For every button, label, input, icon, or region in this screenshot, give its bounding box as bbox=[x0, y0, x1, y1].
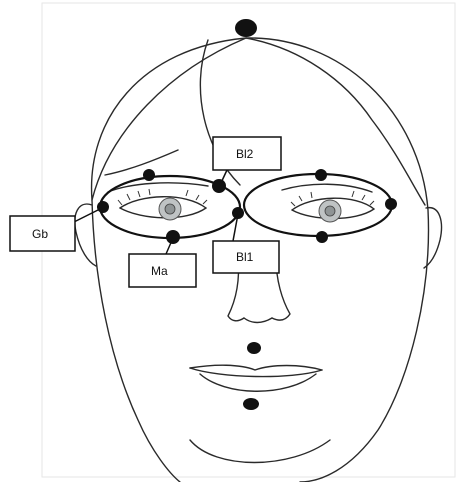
label-gb: Gb bbox=[10, 216, 75, 251]
point-right-eyebrow bbox=[315, 169, 327, 181]
point-under-nose bbox=[247, 342, 261, 354]
label-ma-text: Ma bbox=[151, 264, 168, 278]
hairline bbox=[92, 38, 425, 205]
right-eye-pupil bbox=[325, 206, 335, 216]
chin-line bbox=[190, 440, 330, 463]
right-eye-ellipse bbox=[244, 174, 392, 236]
right-ear bbox=[424, 208, 441, 268]
label-bl1-text: Bl1 bbox=[236, 250, 254, 264]
point-ma-right bbox=[316, 231, 328, 243]
upper-lip bbox=[190, 365, 322, 370]
point-bl2-left bbox=[212, 179, 226, 193]
label-bl2: Bl2 bbox=[213, 137, 281, 170]
left-eye-pupil bbox=[165, 204, 175, 214]
point-left-eyebrow bbox=[143, 169, 155, 181]
label-ma: Ma bbox=[129, 254, 196, 287]
hair-fold-left bbox=[105, 150, 178, 175]
point-ma-left bbox=[166, 230, 180, 244]
point-gb-left bbox=[97, 201, 109, 213]
label-bl2-text: Bl2 bbox=[236, 147, 254, 161]
nose-bottom bbox=[244, 318, 272, 323]
point-chin bbox=[243, 398, 259, 410]
label-bl1: Bl1 bbox=[213, 241, 279, 273]
point-top-of-head bbox=[235, 19, 257, 37]
point-gb-right bbox=[385, 198, 397, 210]
right-eyebrow bbox=[282, 184, 372, 192]
label-gb-text: Gb bbox=[32, 227, 48, 241]
